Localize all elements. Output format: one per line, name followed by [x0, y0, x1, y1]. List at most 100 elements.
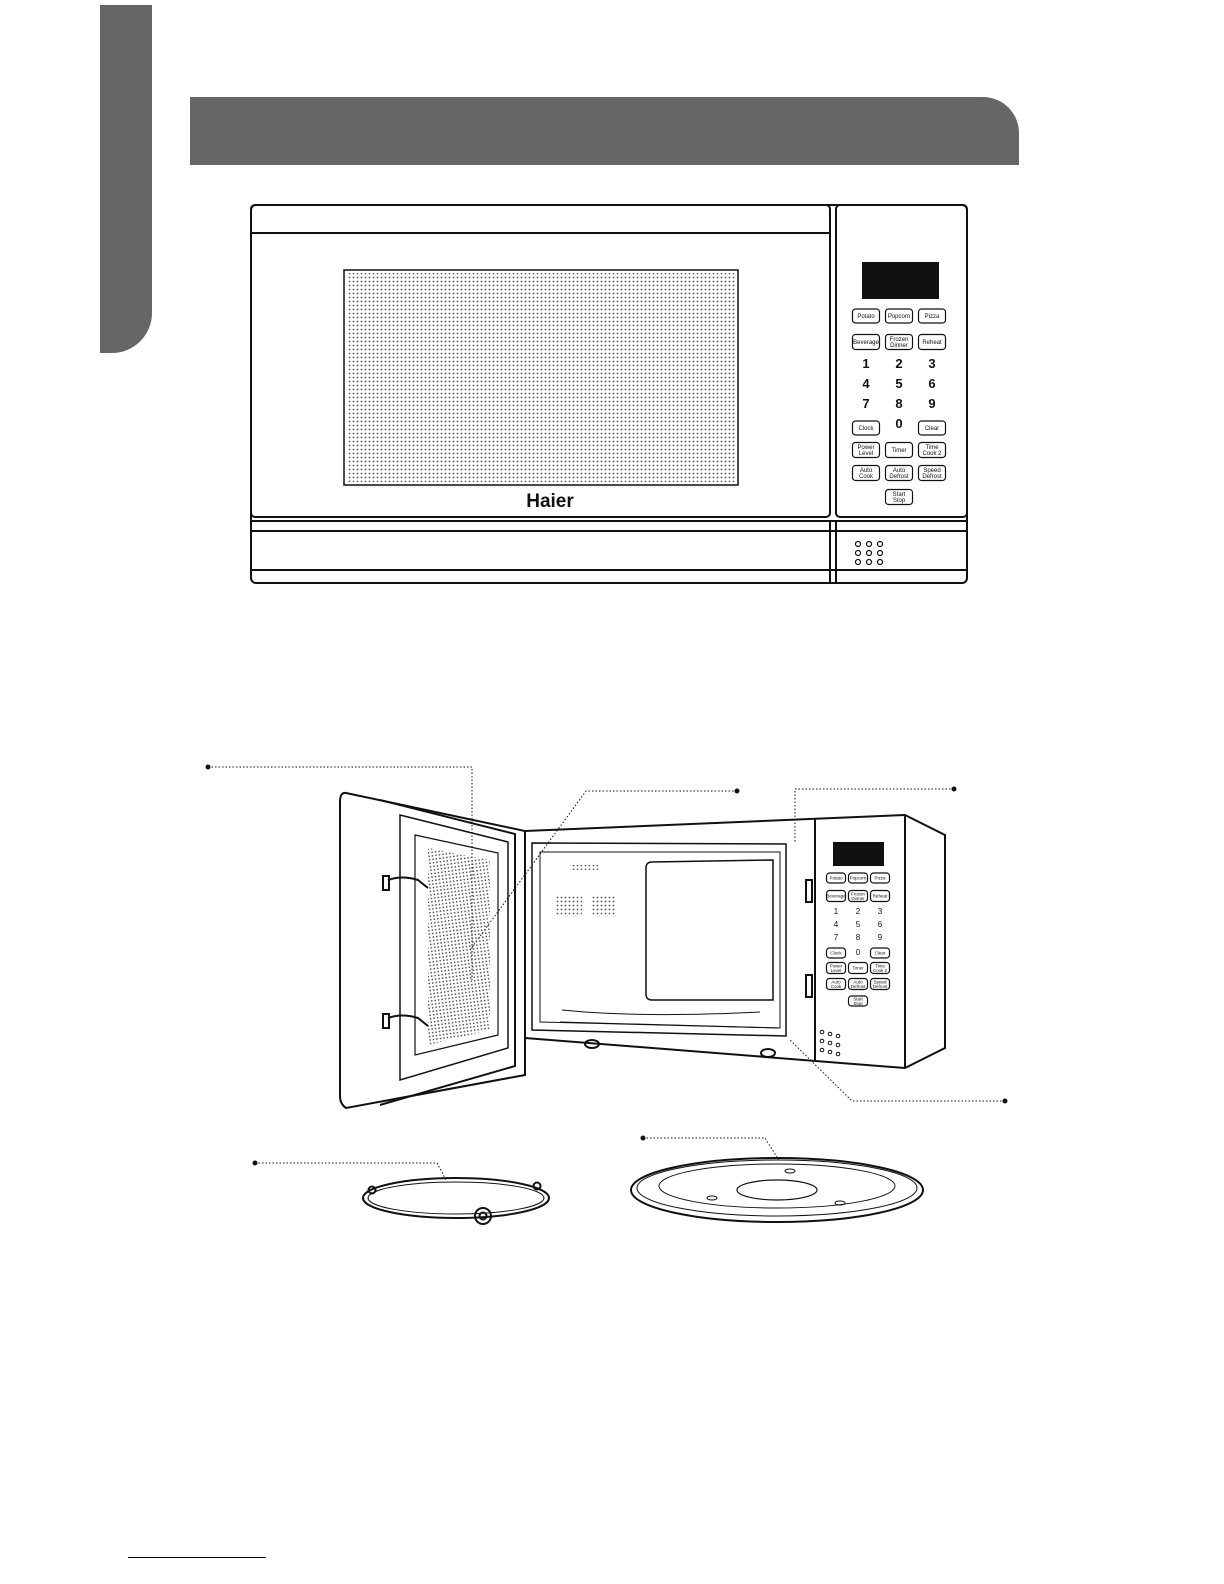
- digit-7-button[interactable]: 7: [862, 396, 869, 411]
- digit-5-button[interactable]: 5: [856, 920, 861, 929]
- pizza-button[interactable]: [869, 872, 891, 884]
- side-section-tab: [100, 5, 152, 353]
- timer-label: Timer: [852, 966, 864, 971]
- digit-3-button[interactable]: 3: [928, 356, 935, 371]
- speed-defrost-button[interactable]: [869, 977, 891, 991]
- pizza-label: Pizza: [874, 876, 886, 881]
- digit-4-button[interactable]: 4: [862, 376, 870, 391]
- digit-0-button[interactable]: 0: [895, 416, 902, 431]
- reheat-label: Reheat: [922, 340, 942, 346]
- power-level-button[interactable]: [825, 961, 847, 975]
- frozen-dinner-label: Dinner: [890, 343, 908, 349]
- timer-button[interactable]: [884, 441, 914, 459]
- speed-defrost-label: Defrost: [922, 474, 942, 480]
- time-cook-2-label: Time: [875, 963, 885, 968]
- time-cook-2-button[interactable]: [869, 961, 891, 975]
- auto-cook-button[interactable]: [825, 977, 847, 991]
- speaker-holes-perspective: [819, 1029, 841, 1057]
- footer-rule: [128, 1557, 266, 1558]
- power-level-button[interactable]: [851, 441, 881, 459]
- start-stop-label: Start: [893, 492, 906, 498]
- reheat-label: Reheat: [873, 894, 888, 899]
- time-cook-2-label: Time: [925, 445, 939, 451]
- clock-button[interactable]: [825, 947, 847, 959]
- frozen-dinner-button[interactable]: [884, 333, 914, 351]
- display-screen: [862, 262, 939, 299]
- auto-defrost-button[interactable]: [884, 464, 914, 482]
- clear-button[interactable]: [869, 947, 891, 959]
- reheat-button[interactable]: [869, 889, 891, 903]
- digit-2-button[interactable]: 2: [856, 907, 861, 916]
- roller-ring: [362, 1177, 550, 1225]
- clear-label: Clear: [875, 951, 886, 956]
- clear-label: Clear: [925, 426, 939, 432]
- digit-3-button[interactable]: 3: [878, 907, 883, 916]
- clock-label: Clock: [858, 426, 874, 432]
- power-level-label: Level: [831, 968, 842, 973]
- time-cook-2-button[interactable]: [917, 441, 947, 459]
- callout-dots: [205, 764, 1008, 1166]
- speed-defrost-button[interactable]: [917, 464, 947, 482]
- timer-button[interactable]: [847, 961, 869, 975]
- digit-2-button[interactable]: 2: [895, 356, 902, 371]
- digit-9-button[interactable]: 9: [928, 396, 935, 411]
- cavity-vents: [556, 865, 616, 915]
- auto-cook-label: Cook: [859, 474, 874, 480]
- digit-6-button[interactable]: 6: [878, 920, 883, 929]
- pizza-label: Pizza: [925, 314, 940, 320]
- digit-8-button[interactable]: 8: [895, 396, 902, 411]
- beverage-button[interactable]: [851, 333, 881, 351]
- frozen-dinner-label: Frozen: [851, 891, 866, 896]
- popcorn-label: Popcorn: [888, 314, 910, 320]
- start-stop-label: Start: [853, 996, 863, 1001]
- potato-button[interactable]: [825, 872, 847, 884]
- auto-cook-button[interactable]: [851, 464, 881, 482]
- display-screen-perspective: [833, 842, 884, 866]
- digit-1-button[interactable]: 1: [862, 356, 869, 371]
- start-stop-label: Stop: [893, 498, 906, 504]
- start-stop-button[interactable]: [884, 488, 914, 506]
- cabinet-body: [524, 813, 946, 1070]
- power-level-label: Power: [830, 963, 843, 968]
- auto-defrost-label: Defrost: [889, 474, 909, 480]
- brand-logo: Haier: [526, 491, 574, 512]
- auto-defrost-label: Defrost: [851, 984, 866, 989]
- digit-5-button[interactable]: 5: [895, 376, 902, 391]
- auto-defrost-button[interactable]: [847, 977, 869, 991]
- section-header-bar: [190, 97, 1019, 165]
- clear-button[interactable]: [917, 420, 947, 436]
- auto-cook-label: Auto: [831, 979, 841, 984]
- beverage-label: Beverage: [826, 894, 846, 899]
- start-stop-button[interactable]: [847, 995, 869, 1007]
- clock-label: Clock: [830, 951, 842, 956]
- power-level-label: Power: [857, 445, 874, 451]
- digit-6-button[interactable]: 6: [928, 376, 935, 391]
- open-door: [339, 791, 526, 1110]
- auto-cook-label: Auto: [860, 468, 873, 474]
- digit-9-button[interactable]: 9: [878, 933, 883, 942]
- popcorn-button[interactable]: [847, 872, 869, 884]
- potato-label: Potato: [857, 314, 875, 320]
- frozen-dinner-button[interactable]: [847, 889, 869, 903]
- digit-7-button[interactable]: 7: [834, 933, 839, 942]
- door-screen: [428, 848, 490, 1045]
- popcorn-button[interactable]: [884, 308, 914, 324]
- potato-label: Potato: [829, 876, 843, 881]
- digit-1-button[interactable]: 1: [834, 907, 839, 916]
- digit-8-button[interactable]: 8: [856, 933, 861, 942]
- digit-4-button[interactable]: 4: [834, 920, 839, 929]
- digit-0-button[interactable]: 0: [856, 948, 861, 957]
- speed-defrost-label: Speed: [923, 468, 940, 474]
- beverage-button[interactable]: [825, 889, 847, 903]
- potato-button[interactable]: [851, 308, 881, 324]
- time-cook-2-label: Cook 2: [873, 968, 888, 973]
- clock-button[interactable]: [851, 420, 881, 436]
- reheat-button[interactable]: [917, 333, 947, 351]
- auto-defrost-label: Auto: [853, 979, 863, 984]
- frozen-dinner-label: Dinner: [851, 896, 865, 901]
- pizza-button[interactable]: [917, 308, 947, 324]
